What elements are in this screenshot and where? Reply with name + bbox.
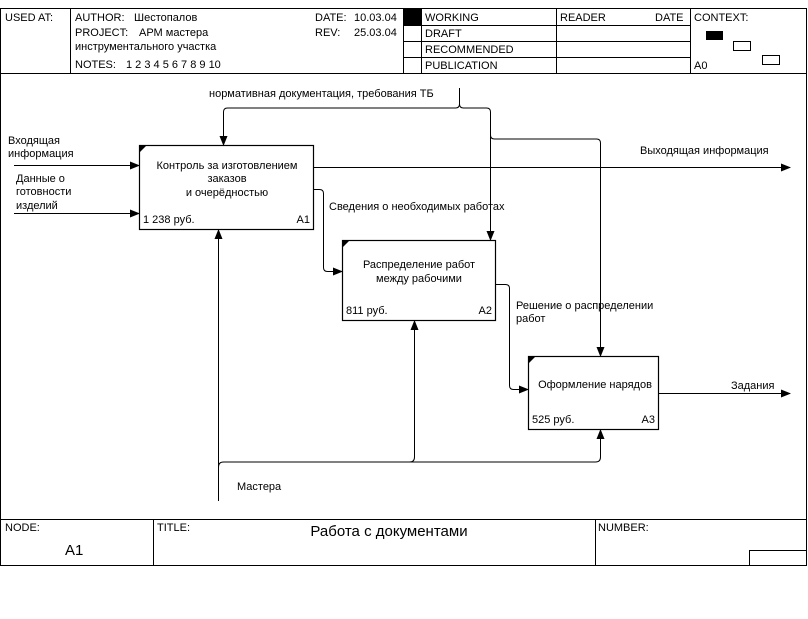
label-a1-to-a2: Сведения о необходимых работах — [329, 201, 505, 213]
used-at-label: USED AT: — [5, 12, 53, 24]
status-working: WORKING — [425, 12, 479, 24]
activity-box-a2-title-line1: Распределение работ — [363, 259, 475, 271]
input-label-readiness-line3: изделий — [16, 200, 58, 212]
notes-value: 1 2 3 4 5 6 7 8 9 10 — [126, 59, 221, 71]
label-a2-to-a3-line2: работ — [516, 313, 545, 325]
status-publication: PUBLICATION — [425, 60, 498, 72]
label-a2-to-a3-line1: Решение о распределении — [516, 300, 653, 312]
status-draft: DRAFT — [425, 28, 462, 40]
reader-label: READER — [560, 12, 606, 24]
control-label-normative-docs: нормативная документация, требования ТБ — [209, 88, 434, 100]
activity-box-a2[interactable]: Распределение работ между рабочими 811 р… — [341, 239, 497, 322]
input-label-incoming-info-line1: Входящая — [8, 135, 60, 147]
status-recommended: RECOMMENDED — [425, 44, 514, 56]
context-box — [733, 41, 751, 51]
activity-box-a1[interactable]: Контроль за изготовлением заказов и очер… — [138, 144, 315, 231]
activity-box-a1-title-line1: Контроль за изготовлением — [157, 160, 298, 172]
input-label-readiness-line2: готовности — [16, 186, 71, 198]
rev-label: REV: — [315, 27, 340, 39]
node-label: NODE: — [5, 522, 40, 534]
output-label-tasks: Задания — [731, 380, 775, 392]
context-box — [762, 55, 780, 65]
notes-label: NOTES: — [75, 59, 116, 71]
project-label: PROJECT: — [75, 27, 128, 39]
mechanism-label-masters: Мастера — [237, 481, 282, 493]
context-node: A0 — [694, 60, 707, 72]
project-value-line1: АРМ мастера — [139, 27, 209, 39]
activity-box-a1-title-line3: и очерёдностью — [186, 187, 268, 199]
input-label-readiness-line1: Данные о — [16, 173, 65, 185]
author-value: Шестопалов — [134, 12, 197, 24]
activity-box-a3-cost: 525 руб. — [532, 414, 574, 426]
activity-box-a2-cost: 811 руб. — [346, 305, 388, 317]
reader-date-label: DATE — [655, 12, 684, 24]
context-current-box — [706, 31, 723, 40]
author-label: AUTHOR: — [75, 12, 125, 24]
node-value: A1 — [65, 542, 83, 559]
control-arrow-normative-docs[interactable] — [219, 88, 605, 357]
sheet-number-box — [749, 550, 807, 566]
input-label-incoming-info-line2: информация — [8, 148, 74, 160]
activity-box-a3-title: Оформление нарядов — [538, 379, 652, 391]
diagram-title: Работа с документами — [310, 523, 467, 540]
activity-box-a2-number: A2 — [479, 305, 492, 317]
arrow-a1-to-a2[interactable] — [313, 189, 343, 276]
diagram-body: Контроль за изготовлением заказов и очер… — [0, 73, 807, 520]
working-status-marker — [404, 9, 421, 25]
context-label: CONTEXT: — [694, 12, 748, 24]
activity-box-a1-title-line2: заказов — [207, 173, 246, 185]
activity-box-a3[interactable]: Оформление нарядов 525 руб. A3 — [527, 355, 660, 431]
rev-value: 25.03.04 — [354, 27, 397, 39]
date-value: 10.03.04 — [354, 12, 397, 24]
footer-block: NODE: A1 TITLE: Работа с документами NUM… — [0, 519, 807, 566]
activity-box-a2-title-line2: между рабочими — [376, 273, 462, 285]
title-label: TITLE: — [157, 522, 190, 534]
header-block: USED AT: AUTHOR: Шестопалов PROJECT: АРМ… — [0, 8, 807, 74]
number-label: NUMBER: — [598, 522, 649, 534]
mechanism-arrow-masters[interactable] — [214, 229, 605, 501]
date-label: DATE: — [315, 12, 347, 24]
activity-box-a1-number: A1 — [297, 214, 310, 226]
output-label-outgoing-info: Выходящая информация — [640, 145, 769, 157]
activity-box-a1-cost: 1 238 руб. — [143, 214, 195, 226]
arrow-a2-to-a3[interactable] — [495, 284, 529, 394]
activity-box-a3-number: A3 — [642, 414, 655, 426]
project-value-line2: инструментального участка — [75, 41, 217, 53]
